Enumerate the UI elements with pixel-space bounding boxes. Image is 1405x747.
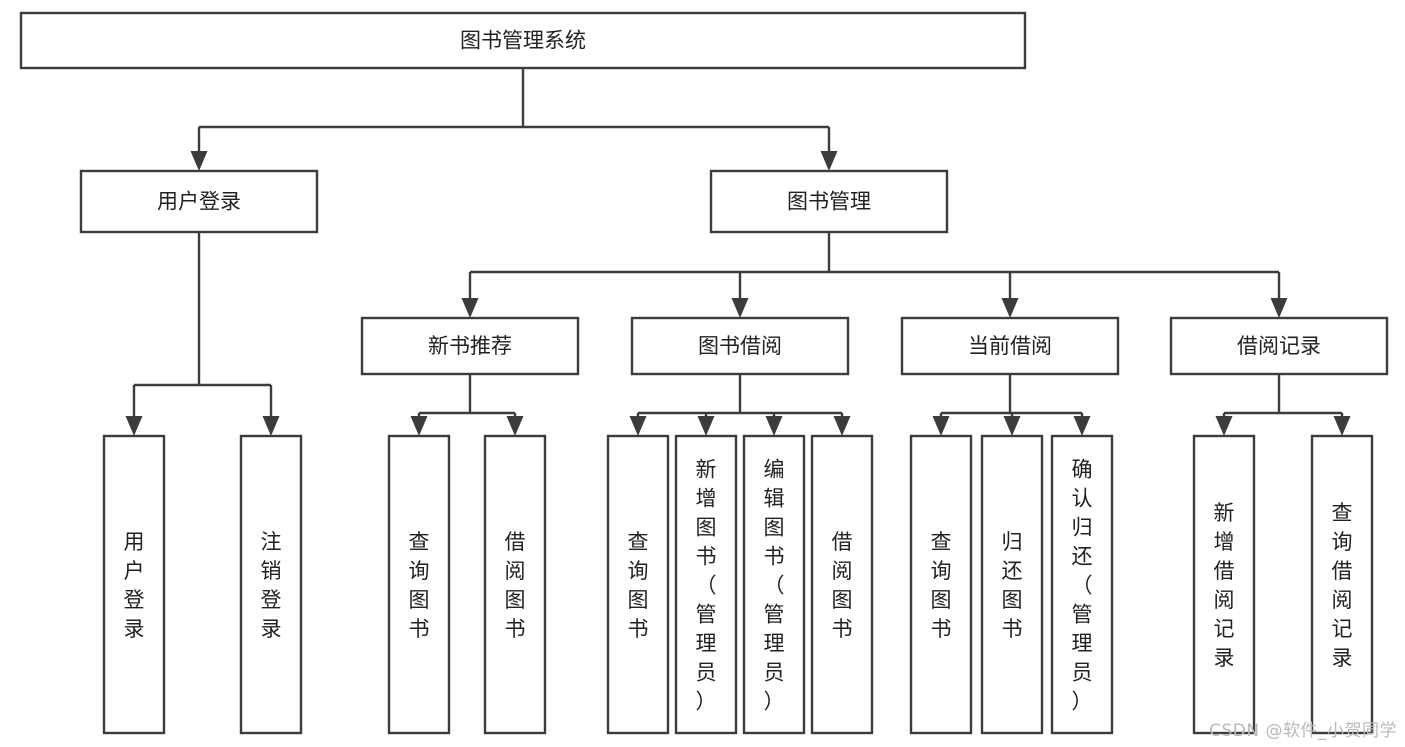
node-box-leaf-query-book-current: [909, 434, 973, 735]
node-leaf-query-book-current[interactable]: 查询图书: [909, 434, 973, 735]
node-leaf-confirm-return-admin[interactable]: 确认归还（管理员）: [1050, 434, 1114, 735]
node-label-leaf-edit-book-admin: 编辑图书（管理员）: [764, 458, 785, 714]
node-box-borrow-record: [1169, 316, 1389, 376]
node-leaf-user-login[interactable]: 用户登录: [102, 434, 166, 735]
node-leaf-query-book-borrow[interactable]: 查询图书: [606, 434, 670, 735]
node-box-book-management: [709, 169, 949, 234]
node-leaf-logout-login[interactable]: 注销登录: [239, 434, 303, 735]
node-box-leaf-query-book-borrow: [606, 434, 670, 735]
node-label-leaf-query-book-recommend: 查询图书: [409, 530, 430, 641]
node-leaf-borrow-book-recommend[interactable]: 借阅图书: [483, 434, 547, 735]
node-box-user-login: [79, 169, 319, 234]
arrowhead-leaf-user-login: [125, 416, 143, 436]
node-label-leaf-confirm-return-admin: 确认归还（管理员）: [1072, 458, 1093, 714]
node-box-leaf-confirm-return-admin: [1050, 434, 1114, 735]
arrowhead-leaf-borrow-book: [833, 416, 851, 436]
node-user-login[interactable]: 用户登录: [79, 169, 319, 234]
arrowhead-leaf-add-borrow-record: [1215, 416, 1233, 436]
node-leaf-add-borrow-record[interactable]: 新增借阅记录: [1192, 434, 1256, 735]
node-current-borrow[interactable]: 当前借阅: [900, 316, 1120, 376]
csdn-watermark: CSDN @软件_小贺同学: [1209, 721, 1397, 741]
node-box-leaf-query-book-recommend: [387, 434, 451, 735]
node-box-leaf-borrow-book-recommend: [483, 434, 547, 735]
node-leaf-query-book-recommend[interactable]: 查询图书: [387, 434, 451, 735]
arrowhead-leaf-query-book-recommend: [410, 416, 428, 436]
arrowhead-leaf-query-book-current: [932, 416, 950, 436]
node-label-user-login: 用户登录: [157, 190, 241, 214]
node-label-book-management: 图书管理: [787, 190, 871, 214]
arrowhead-leaf-add-book-admin: [697, 416, 715, 436]
arrowhead-user-login: [190, 151, 208, 171]
arrowhead-leaf-logout-login: [262, 416, 280, 436]
node-box-root: [19, 11, 1027, 70]
arrowhead-book-borrow: [731, 298, 749, 318]
node-label-leaf-query-book-borrow: 查询图书: [628, 530, 649, 641]
node-box-leaf-return-book: [980, 434, 1044, 735]
node-leaf-return-book[interactable]: 归还图书: [980, 434, 1044, 735]
node-label-leaf-return-book: 归还图书: [1002, 530, 1023, 641]
arrowhead-borrow-record: [1270, 298, 1288, 318]
node-borrow-record[interactable]: 借阅记录: [1169, 316, 1389, 376]
node-book-management[interactable]: 图书管理: [709, 169, 949, 234]
node-root[interactable]: 图书管理系统: [19, 11, 1027, 70]
arrowhead-leaf-confirm-return-admin: [1073, 416, 1091, 436]
node-box-book-borrow: [630, 316, 850, 376]
node-new-book-recommend[interactable]: 新书推荐: [360, 316, 580, 376]
node-box-current-borrow: [900, 316, 1120, 376]
node-box-leaf-borrow-book: [810, 434, 874, 735]
node-label-borrow-record: 借阅记录: [1237, 334, 1321, 358]
node-label-leaf-query-book-current: 查询图书: [931, 530, 952, 641]
node-label-leaf-logout-login: 注销登录: [261, 530, 282, 641]
node-label-root: 图书管理系统: [460, 29, 586, 53]
node-box-leaf-query-borrow-record: [1310, 434, 1374, 735]
arrowhead-book-management: [820, 151, 838, 171]
node-label-leaf-add-borrow-record: 新增借阅记录: [1214, 501, 1235, 670]
node-label-leaf-borrow-book-recommend: 借阅图书: [505, 530, 526, 641]
arrowhead-new-book-recommend: [461, 298, 479, 318]
nodes-layer: 图书管理系统用户登录图书管理新书推荐图书借阅当前借阅借阅记录用户登录注销登录查询…: [19, 11, 1389, 735]
node-label-new-book-recommend: 新书推荐: [428, 334, 512, 358]
node-box-leaf-add-book-admin: [674, 434, 738, 735]
node-label-current-borrow: 当前借阅: [968, 334, 1052, 358]
arrowhead-leaf-query-book-borrow: [629, 416, 647, 436]
node-leaf-add-book-admin[interactable]: 新增图书（管理员）: [674, 434, 738, 735]
node-box-leaf-add-borrow-record: [1192, 434, 1256, 735]
node-leaf-query-borrow-record[interactable]: 查询借阅记录: [1310, 434, 1374, 735]
arrowhead-leaf-edit-book-admin: [765, 416, 783, 436]
node-box-new-book-recommend: [360, 316, 580, 376]
node-label-book-borrow: 图书借阅: [698, 334, 782, 358]
node-label-leaf-user-login: 用户登录: [124, 530, 145, 641]
node-label-leaf-add-book-admin: 新增图书（管理员）: [696, 458, 717, 714]
arrowhead-leaf-return-book: [1003, 416, 1021, 436]
arrowhead-leaf-borrow-book-recommend: [506, 416, 524, 436]
node-leaf-edit-book-admin[interactable]: 编辑图书（管理员）: [742, 434, 806, 735]
node-book-borrow[interactable]: 图书借阅: [630, 316, 850, 376]
arrowhead-leaf-query-borrow-record: [1333, 416, 1351, 436]
arrowhead-current-borrow: [1001, 298, 1019, 318]
node-box-leaf-user-login: [102, 434, 166, 735]
node-leaf-borrow-book[interactable]: 借阅图书: [810, 434, 874, 735]
node-box-leaf-edit-book-admin: [742, 434, 806, 735]
node-label-leaf-query-borrow-record: 查询借阅记录: [1332, 501, 1353, 670]
node-label-leaf-borrow-book: 借阅图书: [832, 530, 853, 641]
connectors-layer: [125, 68, 1351, 436]
node-box-leaf-logout-login: [239, 434, 303, 735]
